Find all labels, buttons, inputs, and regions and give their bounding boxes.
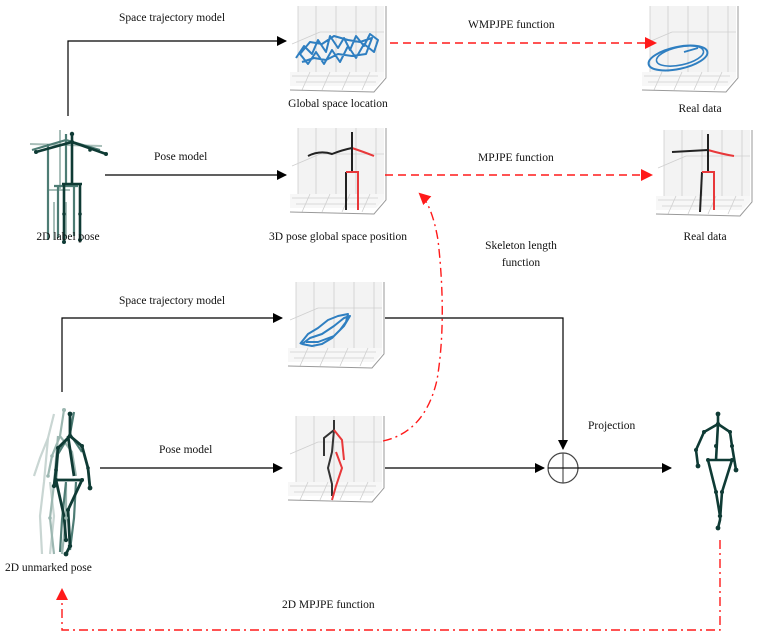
label-mpjpe-function: MPJPE function [478,152,554,164]
trajectory-line [295,33,379,65]
label-pose-model-bottom: Pose model [159,444,213,456]
label-pose-2d-figure [29,130,108,244]
trajectory-line [299,313,351,347]
label-2d-mpjpe-function: 2D MPJPE function [282,599,375,611]
pose-3d-global-plot [289,127,387,215]
label-real-data-mid: Real data [683,231,727,243]
global-space-location-plot [289,5,387,93]
label-space-trajectory-top: Space trajectory model [119,12,226,24]
label-space-trajectory-bottom: Space trajectory model [119,295,226,307]
edge-space-trajectory-top [67,36,287,116]
label-pose-model-top: Pose model [154,151,208,163]
real-data-trajectory-plot [641,5,739,93]
real-data-pose-plot [655,129,753,217]
unmarked-pose-3d-plot [287,415,385,503]
label-real-data-top: Real data [678,103,722,115]
label-2d-label-pose: 2D label pose [36,231,100,243]
label-skeleton-length-function: Skeleton length function [485,240,557,269]
edge-skeleton-length [382,192,443,442]
edge-trajectory-to-junction [385,317,568,450]
label-2d-unmarked-pose: 2D unmarked pose [5,562,92,574]
unmarked-trajectory-plot [287,281,385,369]
projected-pose-2d-figure [694,411,739,531]
sum-junction [547,452,579,484]
unmarked-pose-2d-figure [32,408,93,557]
label-global-space-location: Global space location [288,98,388,110]
label-projection: Projection [588,420,636,432]
label-wmpjpe-function: WMPJPE function [468,19,555,31]
edge-2d-mpjpe [56,540,721,631]
label-3d-pose-global: 3D pose global space position [269,231,407,243]
edge-space-trajectory-bottom [61,313,283,392]
